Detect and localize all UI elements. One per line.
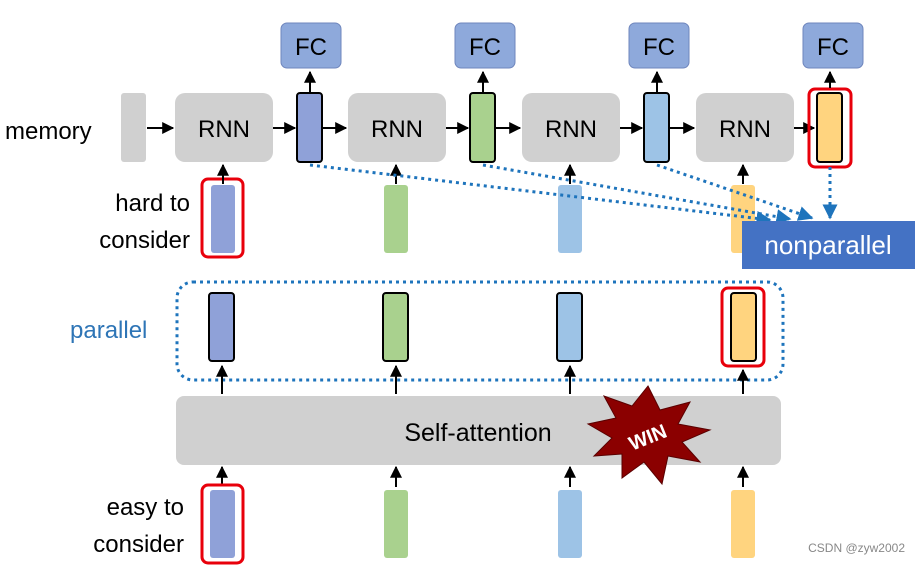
input-vector [558,490,582,558]
input-vector [731,490,755,558]
memory-box [121,93,146,162]
fc-box [280,22,342,69]
nonparallel-badge [742,221,915,269]
red-highlight [200,483,245,565]
dependency-lines [309,163,838,226]
easy-to-consider-label: consider [93,531,184,558]
fc-row: FC FC FC FC [280,22,864,92]
fc-label: FC [469,34,501,61]
output-vector [556,292,583,362]
self-attention-outputs [208,286,766,394]
rnn-box [522,93,620,162]
rnn-label: RNN [371,116,423,143]
rnn-inputs [200,163,755,259]
memory-label: memory [5,118,92,145]
hidden-state-vector [643,92,670,163]
rnn-box [348,93,446,162]
hidden-state-vector [816,92,843,163]
watermark: CSDN @zyw2002 [808,541,905,555]
input-vector [211,185,235,253]
input-vector [210,490,235,558]
hidden-state-vector [296,92,323,163]
nonparallel-label: nonparallel [764,230,891,260]
fc-label: FC [643,34,675,61]
input-vector [384,490,408,558]
rnn-box [175,93,273,162]
rnn-label: RNN [719,116,771,143]
output-vector [730,292,757,362]
hidden-state-vector [469,92,496,163]
rnn-row: RNN RNN RNN RNN [175,87,853,169]
fc-label: FC [817,34,849,61]
fc-box [628,22,690,69]
easy-to-consider-label: easy to [107,494,184,521]
fc-label: FC [295,34,327,61]
fc-box [454,22,516,69]
parallel-label: parallel [70,317,147,344]
rnn-label: RNN [198,116,250,143]
win-starburst-icon [586,385,712,486]
self-attention-label: Self-attention [404,419,551,447]
win-badge: WIN [586,385,712,486]
rnn-box [696,93,794,162]
hard-to-consider-label: hard to [115,190,190,217]
input-vector [384,185,408,253]
input-vector [558,185,582,253]
output-vector [382,292,409,362]
self-attention-inputs [200,465,755,565]
red-highlight [720,286,766,368]
parallel-frame [175,280,785,382]
rnn-label: RNN [545,116,597,143]
fc-box [802,22,864,69]
output-vector [208,292,235,362]
hard-to-consider-label: consider [99,227,190,254]
